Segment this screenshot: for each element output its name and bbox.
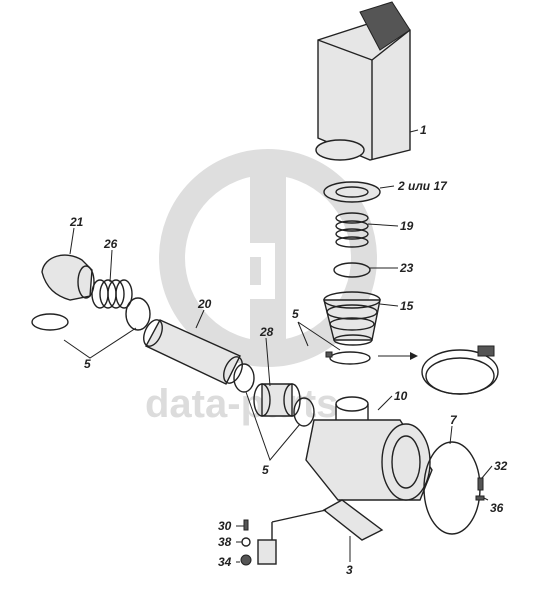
part-26-spring-hose [91,279,133,309]
part-5-clamp-upper [325,351,371,365]
label-38: 38 [218,535,232,549]
part-28-sleeve [253,383,301,417]
part-36-nut [475,495,485,501]
part-2-ring [323,181,381,203]
watermark-text: data-parts [145,382,338,426]
label-5-left: 5 [84,357,91,371]
part-20-pipe [143,319,243,385]
watermark-logo [159,149,377,367]
part-34-nut [240,554,252,566]
part-21-elbow [41,254,95,301]
part-5-clamp-mid-a [233,363,255,393]
label-21: 21 [69,215,84,229]
part-23-ring [333,262,371,278]
label-26: 26 [103,237,118,251]
label-32: 32 [494,459,508,473]
label-15: 15 [400,299,414,313]
label-10: 10 [394,389,408,403]
label-34: 34 [218,555,232,569]
part-5-clamp-left-b [125,297,151,331]
label-30: 30 [218,519,232,533]
part-7-ring [423,441,481,535]
label-19: 19 [400,219,414,233]
label-20: 20 [197,297,212,311]
part-5-clamp-left-a [31,313,69,331]
part-38-washer [241,537,251,547]
part-32-bolt [477,477,484,491]
label-36: 36 [490,501,504,515]
part-10-filter-body [305,396,433,501]
part-1-upper-housing [315,1,411,161]
label-5-upper: 5 [292,307,299,321]
part-19-spring [335,212,369,248]
label-2: 2 или 17 [397,179,448,193]
leader-lines [63,129,493,563]
label-28: 28 [259,325,274,339]
label-3: 3 [346,563,353,577]
label-1: 1 [420,123,427,137]
label-5-bottom: 5 [262,463,269,477]
part-15-funnel [323,291,381,346]
clamp-detail [421,345,499,395]
label-7: 7 [450,413,458,427]
arrow-head [410,352,418,360]
part-3-bracket [257,499,384,565]
part-30-bolt [243,519,249,531]
label-23: 23 [399,261,414,275]
part-5-clamp-mid-b [293,397,315,427]
